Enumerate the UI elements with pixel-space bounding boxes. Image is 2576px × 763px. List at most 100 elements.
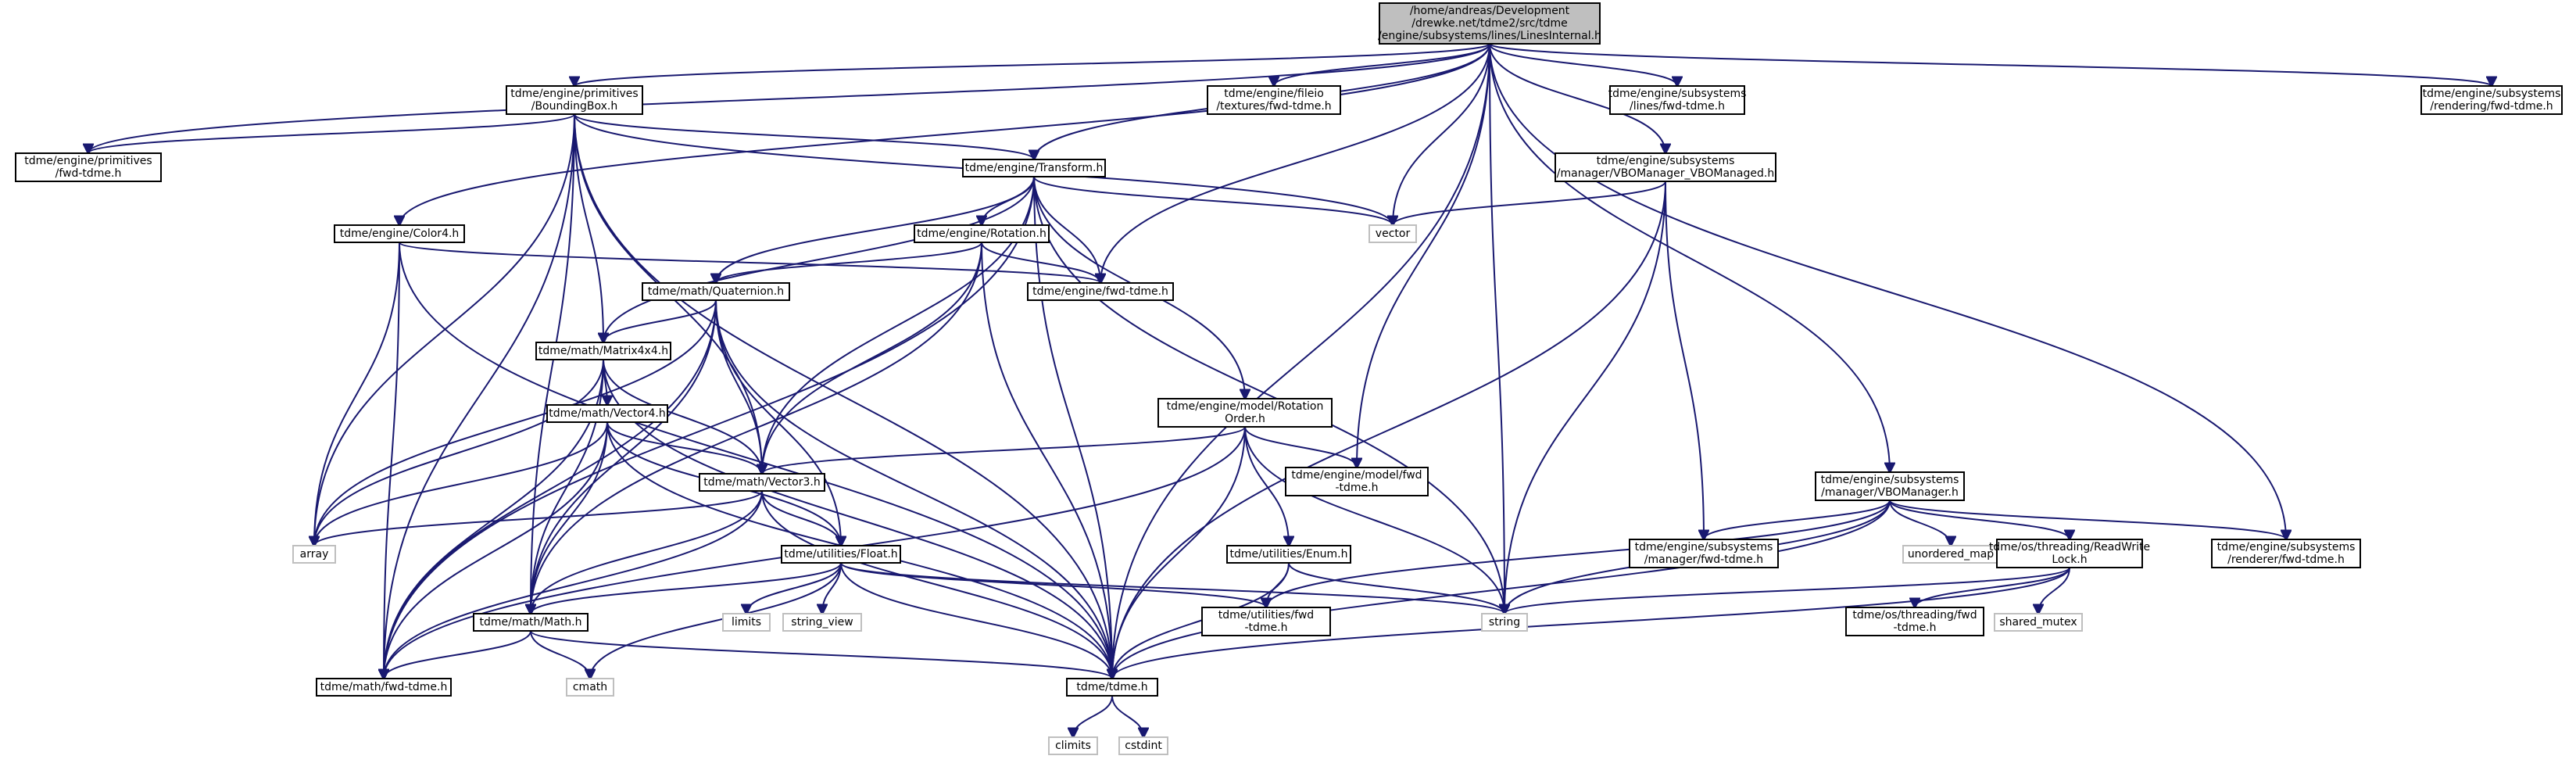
node-fileio_fwd[interactable]: tdme/engine/fileio/textures/fwd-tdme.h xyxy=(1207,85,1341,115)
node-box-model_fwd xyxy=(1285,467,1429,496)
node-lines_fwd[interactable]: tdme/engine/subsystems/lines/fwd-tdme.h xyxy=(1608,85,1747,115)
node-label-math_math-line-0: tdme/math/Math.h xyxy=(480,616,582,629)
edge-rotation_order-to-tdme_h xyxy=(1112,426,1246,679)
node-tdme_h[interactable]: tdme/tdme.h xyxy=(1066,678,1158,697)
node-label-array-line-0: array xyxy=(300,548,329,561)
node-renderer_fwd[interactable]: tdme/engine/subsystems/renderer/fwd-tdme… xyxy=(2211,539,2361,568)
node-label-lines_fwd-line-1: /lines/fwd-tdme.h xyxy=(1630,100,1725,113)
node-cstdint: cstdint xyxy=(1118,736,1168,755)
node-label-unordered_map-line-0: unordered_map xyxy=(1908,548,1994,561)
node-box-vector3 xyxy=(699,473,825,492)
node-unordered_map: unordered_map xyxy=(1902,545,1999,564)
edge-vbo_managed-to-vector xyxy=(1393,181,1666,225)
node-label-tdme_h-line-0: tdme/tdme.h xyxy=(1076,681,1147,693)
edge-float-to-limits xyxy=(746,562,842,614)
node-vector4[interactable]: tdme/math/Vector4.h xyxy=(546,404,668,423)
edge-vector3-to-tdme_h xyxy=(761,490,1112,679)
edge-root-to-fileio_fwd xyxy=(1274,43,1490,86)
edge-vbo_manager-to-tdme_h xyxy=(1112,500,1891,679)
node-label-rotation_order-line-1: Order.h xyxy=(1225,413,1265,425)
node-box-float xyxy=(781,545,901,564)
node-quaternion[interactable]: tdme/math/Quaternion.h xyxy=(642,282,790,301)
edge-vbo_managed-to-string xyxy=(1504,181,1666,614)
edge-quaternion-to-matrix4x4 xyxy=(603,299,717,342)
edge-math_math-to-cmath xyxy=(530,630,590,679)
node-label-vbo_managed-line-0: tdme/engine/subsystems xyxy=(1597,155,1735,167)
node-float[interactable]: tdme/utilities/Float.h xyxy=(781,545,901,564)
node-transform[interactable]: tdme/engine/Transform.h xyxy=(962,159,1106,177)
node-prim_bbox[interactable]: tdme/engine/primitives/BoundingBox.h xyxy=(506,85,643,115)
edge-float-to-string xyxy=(840,562,1504,614)
node-box-lines_fwd xyxy=(1609,85,1745,115)
node-box-climits xyxy=(1048,736,1098,755)
node-utilities_fwd[interactable]: tdme/utilities/fwd-tdme.h xyxy=(1201,607,1331,636)
node-label-root-line-0: /home/andreas/Development xyxy=(1410,5,1570,17)
node-matrix4x4[interactable]: tdme/math/Matrix4x4.h xyxy=(535,342,671,360)
edge-transform-to-matrix4x4 xyxy=(603,176,1035,342)
node-string_view: string_view xyxy=(782,613,862,632)
edge-prim_bbox-to-prim_fwd xyxy=(88,113,575,153)
node-enum[interactable]: tdme/utilities/Enum.h xyxy=(1226,545,1351,564)
edge-root-to-color4 xyxy=(399,43,1490,225)
edge-transform-to-math_fwd xyxy=(384,176,1035,679)
edge-root-to-lines_fwd xyxy=(1489,43,1677,86)
node-string: string xyxy=(1481,613,1528,632)
node-box-transform xyxy=(962,159,1106,177)
node-label-climits-line-0: climits xyxy=(1055,740,1091,752)
node-box-tdme_h xyxy=(1066,678,1158,697)
node-math_fwd[interactable]: tdme/math/fwd-tdme.h xyxy=(316,678,452,697)
node-math_math[interactable]: tdme/math/Math.h xyxy=(473,613,589,632)
edge-quaternion-to-tdme_h xyxy=(715,299,1112,679)
node-model_fwd[interactable]: tdme/engine/model/fwd-tdme.h xyxy=(1285,467,1429,496)
node-manager_fwd[interactable]: tdme/engine/subsystems/manager/fwd-tdme.… xyxy=(1629,539,1779,568)
node-threading_fwd[interactable]: tdme/os/threading/fwd-tdme.h xyxy=(1845,607,1984,636)
edge-root-to-renderer_fwd xyxy=(1489,43,2286,539)
edge-float-to-cmath xyxy=(590,562,842,679)
node-box-enum xyxy=(1226,545,1351,564)
node-label-renderer_fwd-line-0: tdme/engine/subsystems xyxy=(2217,541,2356,553)
node-label-enum-line-0: tdme/utilities/Enum.h xyxy=(1230,548,1348,561)
node-color4[interactable]: tdme/engine/Color4.h xyxy=(334,224,465,243)
node-prim_fwd[interactable]: tdme/engine/primitives/fwd-tdme.h xyxy=(15,152,162,182)
node-label-prim_fwd-line-0: tdme/engine/primitives xyxy=(24,155,152,167)
edge-root-to-engine_fwd xyxy=(1100,43,1490,283)
node-vbo_managed[interactable]: tdme/engine/subsystems/manager/VBOManage… xyxy=(1555,152,1776,182)
node-engine_fwd[interactable]: tdme/engine/fwd-tdme.h xyxy=(1027,282,1174,301)
edge-tdme_h-to-climits xyxy=(1073,695,1113,737)
node-label-string-line-0: string xyxy=(1489,616,1520,629)
edge-math_math-to-math_fwd xyxy=(384,630,531,679)
edge-rotation_order-to-vector3 xyxy=(762,426,1246,474)
node-label-rendering_fwd-line-1: /rendering/fwd-tdme.h xyxy=(2430,100,2553,113)
node-box-utilities_fwd xyxy=(1201,607,1331,636)
node-label-shared_mutex-line-0: shared_mutex xyxy=(1999,616,2077,629)
node-box-fileio_fwd xyxy=(1207,85,1341,115)
edge-rwlock-to-string xyxy=(1504,567,2070,614)
node-label-cstdint-line-0: cstdint xyxy=(1125,740,1162,752)
node-box-matrix4x4 xyxy=(535,342,671,360)
edge-tdme_h-to-cstdint xyxy=(1111,695,1143,737)
node-label-rotation_order-line-0: tdme/engine/model/Rotation xyxy=(1167,400,1324,413)
edge-quaternion-to-math_math xyxy=(531,299,717,614)
node-vector3[interactable]: tdme/math/Vector3.h xyxy=(699,473,825,492)
node-label-limits-line-0: limits xyxy=(732,616,761,629)
node-limits: limits xyxy=(722,613,771,632)
edge-math_math-to-tdme_h xyxy=(530,630,1112,679)
edge-vector4-to-array xyxy=(314,421,608,546)
edge-color4-to-tdme_h xyxy=(399,242,1112,679)
node-label-prim_fwd-line-1: /fwd-tdme.h xyxy=(55,167,122,180)
node-box-quaternion xyxy=(642,282,790,301)
edge-prim_bbox-to-tdme_h xyxy=(574,113,1112,679)
node-cmath: cmath xyxy=(566,678,614,697)
node-label-vector3-line-0: tdme/math/Vector3.h xyxy=(703,476,820,489)
node-rendering_fwd[interactable]: tdme/engine/subsystems/rendering/fwd-tdm… xyxy=(2420,85,2563,115)
edge-vbo_managed-to-tdme_h xyxy=(1112,181,1666,679)
node-root[interactable]: /home/andreas/Development/drewke.net/tdm… xyxy=(1378,2,1601,45)
node-label-vector-line-0: vector xyxy=(1376,227,1411,240)
edge-rotation_order-to-model_fwd xyxy=(1244,426,1357,467)
node-label-vbo_manager-line-1: /manager/VBOManager.h xyxy=(1821,486,1959,499)
node-rotation[interactable]: tdme/engine/Rotation.h xyxy=(914,224,1050,243)
node-vbo_manager[interactable]: tdme/engine/subsystems/manager/VBOManage… xyxy=(1815,471,1965,501)
node-label-utilities_fwd-line-1: -tdme.h xyxy=(1244,622,1287,634)
